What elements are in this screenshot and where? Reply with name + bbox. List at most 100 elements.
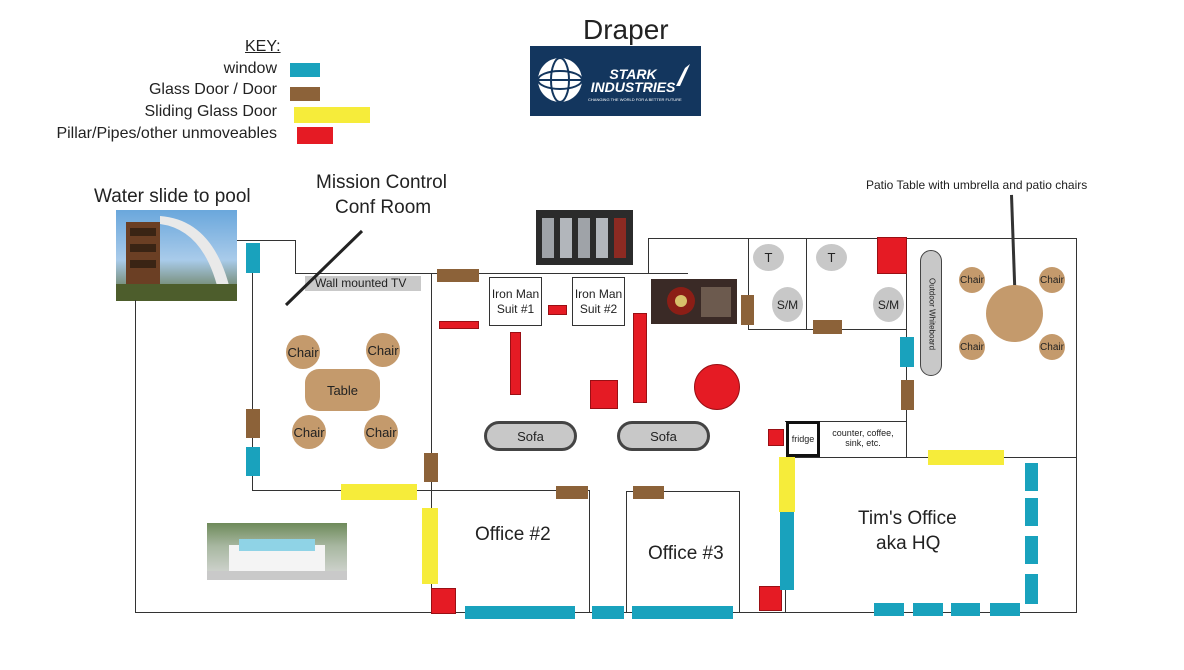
wall xyxy=(806,238,807,330)
wall xyxy=(589,490,590,613)
window xyxy=(1025,536,1038,564)
stark-logo: STARK INDUSTRIES CHANGING THE WORLD FOR … xyxy=(530,46,701,116)
water-slide-photo xyxy=(116,210,237,301)
water-slide-label: Water slide to pool xyxy=(94,186,251,207)
counter-label: counter, coffee, sink, etc. xyxy=(832,428,894,448)
wall xyxy=(252,270,253,491)
pillar xyxy=(877,237,907,274)
pillar xyxy=(633,313,647,403)
chair: Chair xyxy=(286,335,320,369)
suits-image xyxy=(542,218,626,258)
wall-tv xyxy=(305,276,421,291)
key-pillar-swatch xyxy=(297,127,333,144)
fridge-label: fridge xyxy=(791,434,815,444)
window xyxy=(780,512,794,590)
key-door-swatch xyxy=(290,87,320,101)
window xyxy=(246,243,260,273)
sliding-door xyxy=(928,450,1004,465)
window xyxy=(1025,574,1038,604)
window xyxy=(990,603,1020,616)
chair: Chair xyxy=(366,333,400,367)
conf-table: Table xyxy=(305,369,380,411)
sm-seat: S/M xyxy=(772,287,803,322)
tims-office-label: Tim's Office xyxy=(858,508,957,529)
tv-pointer-line xyxy=(284,229,364,307)
patio-table xyxy=(986,285,1043,342)
window xyxy=(913,603,943,616)
chair: Chair xyxy=(1039,334,1065,360)
chair: Chair xyxy=(292,415,326,449)
round-pillar xyxy=(694,364,740,410)
key-window-swatch xyxy=(290,63,320,77)
window xyxy=(951,603,980,616)
suits-photo xyxy=(536,210,633,265)
patio-note: Patio Table with umbrella and patio chai… xyxy=(866,178,1088,192)
wall xyxy=(648,238,1077,239)
chair: Chair xyxy=(1039,267,1065,293)
window xyxy=(1025,498,1038,526)
pillar xyxy=(439,321,479,329)
wall xyxy=(135,300,136,613)
ironman-photo xyxy=(651,279,737,324)
outdoor-whiteboard: Outdoor Whiteboard xyxy=(920,250,942,376)
t-seat: T xyxy=(753,244,784,271)
door xyxy=(246,409,260,438)
window xyxy=(465,606,575,619)
sm-seat: S/M xyxy=(873,287,904,322)
sliding-door xyxy=(422,508,438,584)
water-slide-image xyxy=(116,216,237,301)
hot-tub-image xyxy=(207,539,347,580)
key-pillar-label: Pillar/Pipes/other unmoveables xyxy=(56,125,277,142)
pillar xyxy=(548,305,567,315)
wall xyxy=(295,240,296,274)
table-label: Table xyxy=(326,382,359,398)
pillar xyxy=(768,429,784,446)
pillar xyxy=(759,586,782,611)
window xyxy=(874,603,904,616)
door xyxy=(437,269,479,282)
sofa: Sofa xyxy=(484,421,577,451)
window xyxy=(900,337,914,367)
logo-text: STARK INDUSTRIES xyxy=(590,66,676,95)
wall xyxy=(748,238,749,330)
fridge: fridge xyxy=(786,421,820,457)
sliding-door xyxy=(779,457,795,512)
pillar xyxy=(510,332,521,395)
globe-icon xyxy=(537,57,690,103)
wall xyxy=(626,491,739,492)
sofa: Sofa xyxy=(617,421,710,451)
chair: Chair xyxy=(959,334,985,360)
outdoor-whiteboard-label: Outdoor Whiteboard xyxy=(927,277,937,351)
office2-label: Office #2 xyxy=(475,524,551,545)
door xyxy=(556,486,588,499)
wall xyxy=(739,491,740,613)
wall xyxy=(626,491,627,613)
door xyxy=(901,380,914,410)
tims-office-subtitle: aka HQ xyxy=(876,533,941,554)
door xyxy=(424,453,438,482)
window xyxy=(632,606,733,619)
key-sliding-label: Sliding Glass Door xyxy=(144,103,278,120)
wall-tv-label: Wall mounted TV xyxy=(315,276,407,290)
conf-room-label: Conf Room xyxy=(335,197,432,218)
door xyxy=(813,320,842,334)
chair: Chair xyxy=(959,267,985,293)
ironman-image xyxy=(667,287,731,317)
wall xyxy=(785,421,906,422)
window xyxy=(592,606,624,619)
key-sliding-swatch xyxy=(294,107,370,123)
chair: Chair xyxy=(364,415,398,449)
iron-man-suit-2: Iron Man Suit #2 xyxy=(572,277,625,326)
iron-man-suit-1: Iron Man Suit #1 xyxy=(489,277,542,326)
wall xyxy=(1076,238,1077,613)
window xyxy=(1025,463,1038,491)
wall xyxy=(237,240,296,241)
pillar xyxy=(431,588,456,614)
wall xyxy=(252,490,590,491)
t-seat: T xyxy=(816,244,847,271)
pillar xyxy=(590,380,618,409)
mission-control-label: Mission Control xyxy=(316,172,447,193)
logo-tagline: CHANGING THE WORLD FOR A BETTER FUTURE xyxy=(588,97,682,102)
key-heading: KEY: xyxy=(245,38,281,55)
door xyxy=(633,486,664,499)
